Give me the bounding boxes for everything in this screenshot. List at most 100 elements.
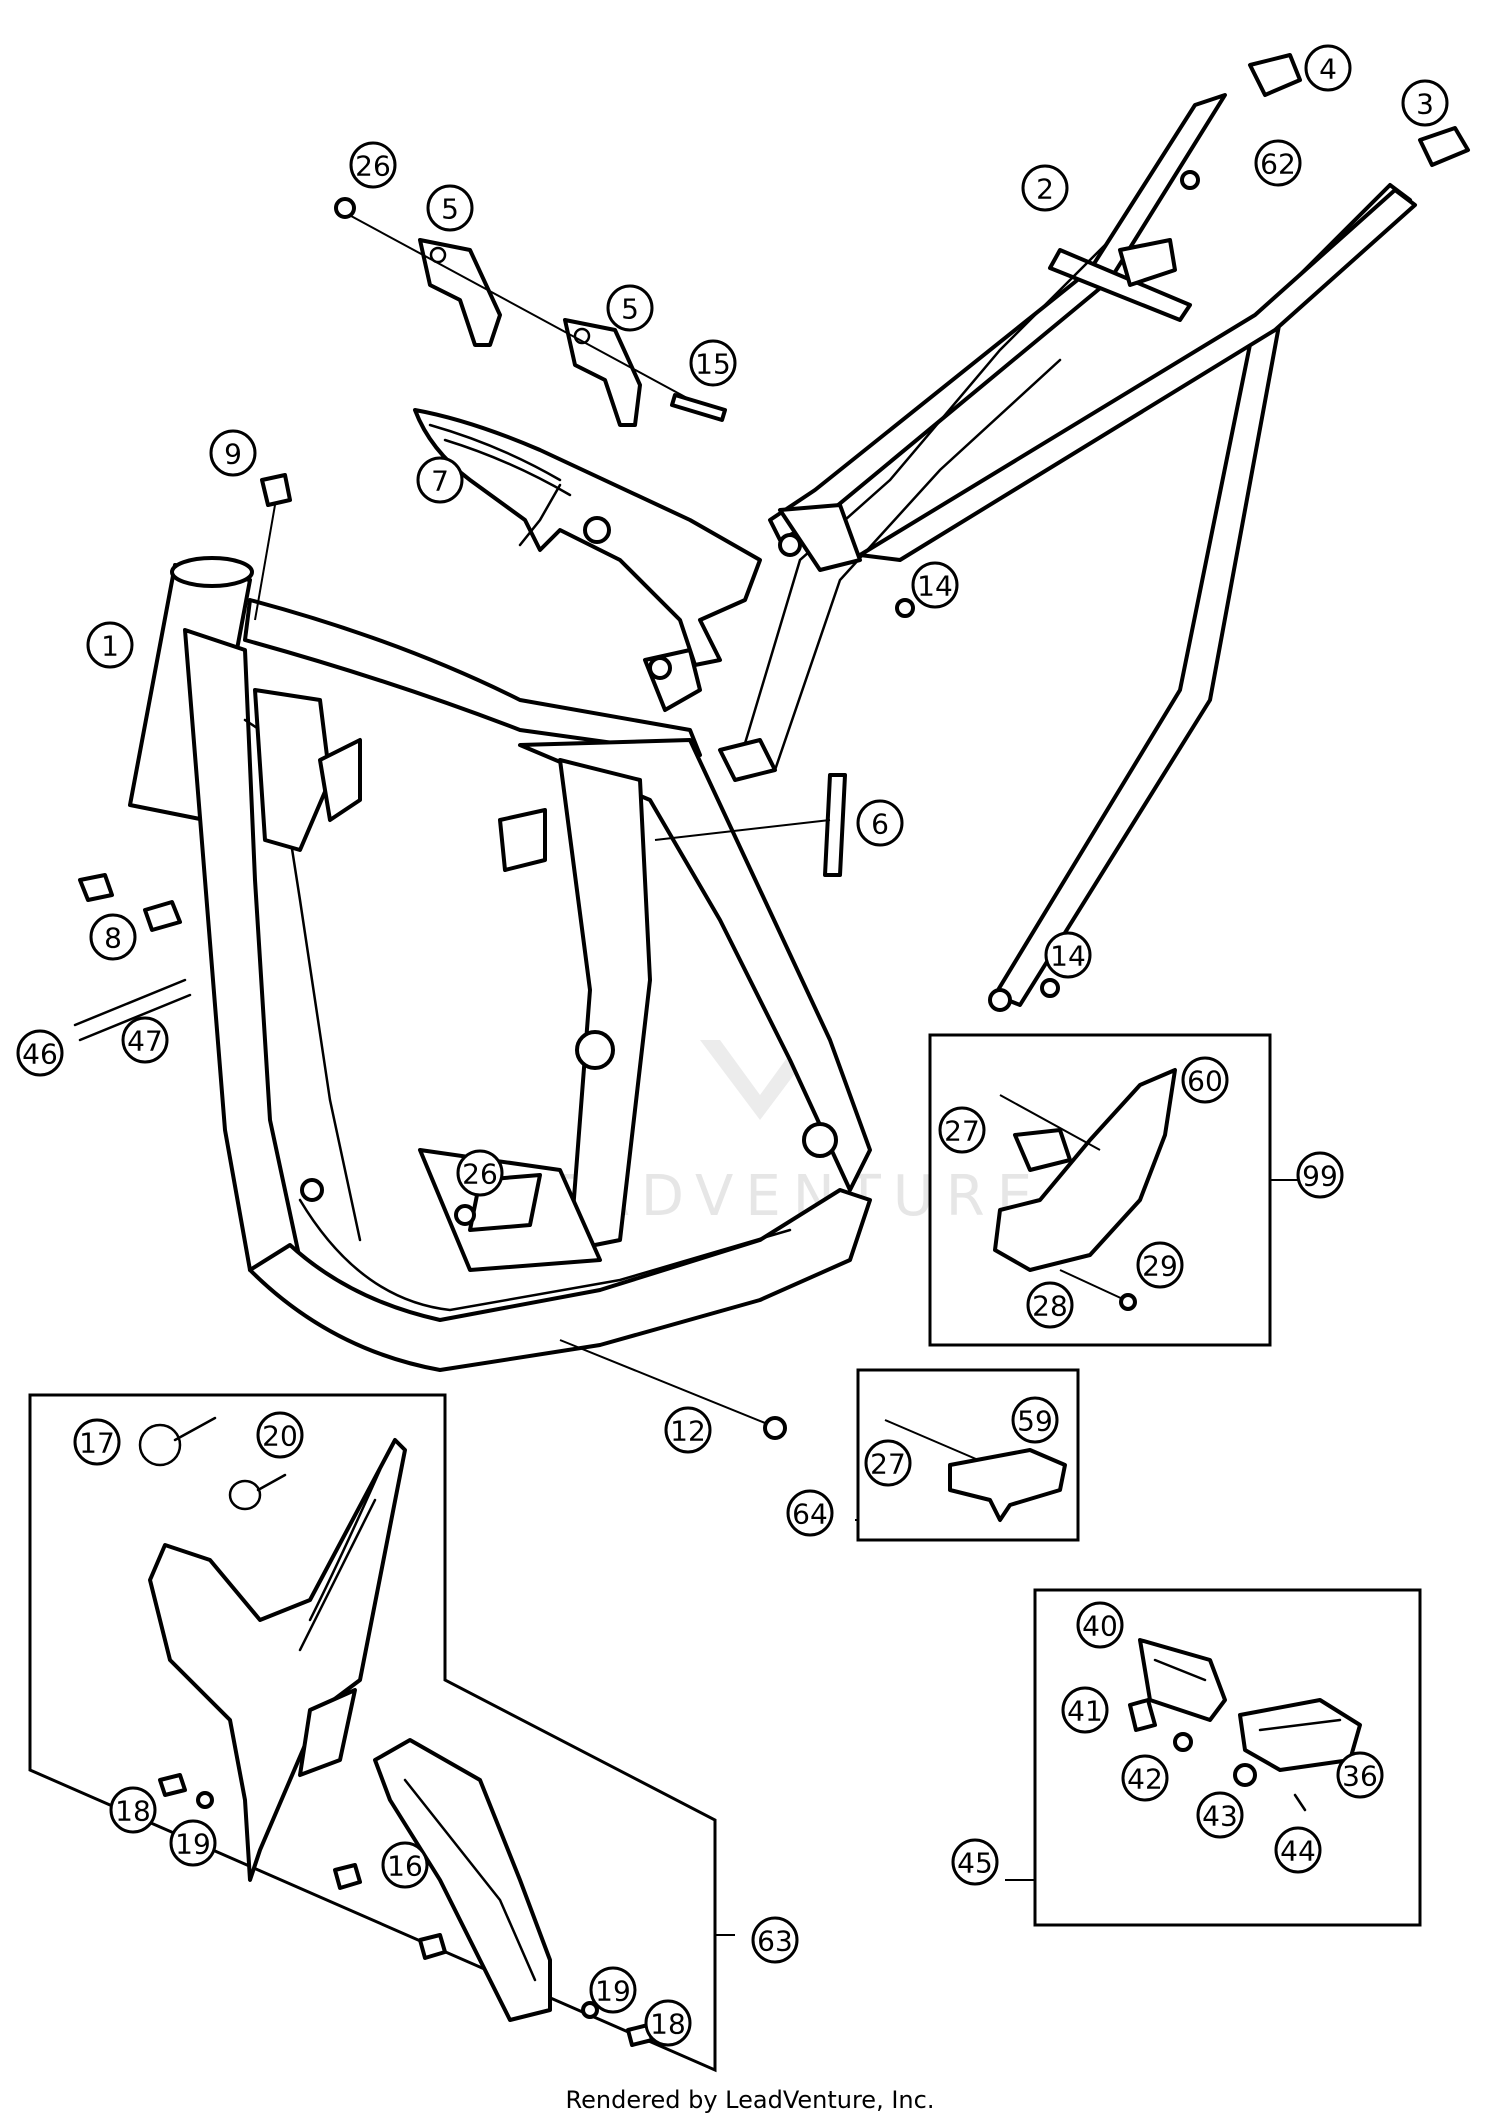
callout-c20[interactable]: 20	[256, 1411, 304, 1459]
callout-circle	[256, 1411, 304, 1459]
brackets-5	[334, 197, 727, 427]
group-63	[28, 1393, 735, 2073]
callout-number: 46	[22, 1038, 58, 1071]
callout-c45[interactable]: 45	[951, 1838, 999, 1886]
callout-c12[interactable]: 12	[664, 1406, 712, 1454]
callout-circle	[1044, 931, 1092, 979]
callout-c40[interactable]: 40	[1076, 1601, 1124, 1649]
callout-number: 15	[695, 348, 731, 381]
callout-c29[interactable]: 29	[1136, 1241, 1184, 1289]
callout-number: 26	[462, 1158, 498, 1191]
bracket-7	[413, 408, 762, 667]
callout-c27a[interactable]: 27	[938, 1106, 986, 1154]
callout-c46[interactable]: 46	[16, 1029, 64, 1077]
callout-number: 4	[1319, 53, 1337, 86]
callout-circle	[121, 1016, 169, 1064]
callout-number: 12	[670, 1415, 706, 1448]
callout-circle	[938, 1106, 986, 1154]
callout-number: 36	[1342, 1760, 1378, 1793]
callout-circle	[1011, 1396, 1059, 1444]
callout-circle	[1401, 79, 1449, 127]
callout-c14a[interactable]: 14	[911, 561, 959, 609]
callout-c5b[interactable]: 5	[606, 284, 654, 332]
callout-c47[interactable]: 47	[121, 1016, 169, 1064]
callout-c41[interactable]: 41	[1061, 1686, 1109, 1734]
callout-number: 19	[595, 1975, 631, 2008]
callout-circle	[1136, 1241, 1184, 1289]
callout-number: 8	[104, 922, 122, 955]
callout-number: 17	[79, 1427, 115, 1460]
hardware	[48, 53, 1470, 1440]
callout-c14b[interactable]: 14	[1044, 931, 1092, 979]
callout-circle	[1304, 44, 1352, 92]
callout-c99[interactable]: 99	[1296, 1151, 1344, 1199]
callout-c6[interactable]: 6	[856, 799, 904, 847]
callout-number: 43	[1202, 1800, 1238, 1833]
callout-c15[interactable]: 15	[689, 339, 737, 387]
callout-number: 7	[431, 465, 449, 498]
callout-c64[interactable]: 64	[786, 1489, 834, 1537]
callout-number: 45	[957, 1847, 993, 1880]
callout-c4[interactable]: 4	[1304, 44, 1352, 92]
callout-c16[interactable]: 16	[381, 1841, 429, 1889]
main-frame	[128, 556, 872, 1372]
callout-circle	[1061, 1686, 1109, 1734]
callout-c28[interactable]: 28	[1026, 1281, 1074, 1329]
callout-c26a[interactable]: 26	[349, 141, 397, 189]
callout-circle	[856, 799, 904, 847]
callout-c60[interactable]: 60	[1181, 1056, 1229, 1104]
callout-circle	[911, 561, 959, 609]
callout-circle	[426, 184, 474, 232]
callout-c27b[interactable]: 27	[864, 1439, 912, 1487]
callout-circle	[644, 1999, 692, 2047]
callout-circle	[751, 1916, 799, 1964]
callout-circle	[606, 284, 654, 332]
callout-c42[interactable]: 42	[1121, 1754, 1169, 1802]
callout-circle	[1026, 1281, 1074, 1329]
callout-number: 63	[757, 1925, 793, 1958]
callout-c3[interactable]: 3	[1401, 79, 1449, 127]
callout-c8[interactable]: 8	[89, 913, 137, 961]
callout-number: 64	[792, 1498, 828, 1531]
callout-circle	[86, 621, 134, 669]
callout-circle	[456, 1149, 504, 1197]
callout-circle	[1296, 1151, 1344, 1199]
callout-circle	[1181, 1056, 1229, 1104]
callout-c36[interactable]: 36	[1336, 1751, 1384, 1799]
callout-number: 62	[1260, 148, 1296, 181]
callout-c43[interactable]: 43	[1196, 1791, 1244, 1839]
callout-c19b[interactable]: 19	[589, 1966, 637, 2014]
callout-circle	[109, 1786, 157, 1834]
callout-number: 2	[1036, 173, 1054, 206]
callout-c7[interactable]: 7	[416, 456, 464, 504]
subframe	[718, 93, 1417, 1012]
callout-number: 60	[1187, 1065, 1223, 1098]
callout-number: 6	[871, 808, 889, 841]
callout-c62[interactable]: 62	[1254, 139, 1302, 187]
callout-c5a[interactable]: 5	[426, 184, 474, 232]
callout-circle	[1196, 1791, 1244, 1839]
callout-c59[interactable]: 59	[1011, 1396, 1059, 1444]
callout-c44[interactable]: 44	[1274, 1826, 1322, 1874]
callout-c17[interactable]: 17	[73, 1418, 121, 1466]
callout-circle	[1076, 1601, 1124, 1649]
callout-c63[interactable]: 63	[751, 1916, 799, 1964]
group-64	[855, 1368, 1080, 1542]
callout-number: 47	[127, 1025, 163, 1058]
callout-c9[interactable]: 9	[209, 429, 257, 477]
callout-number: 28	[1032, 1290, 1068, 1323]
callout-number: 1	[101, 630, 119, 663]
group-99	[928, 1033, 1300, 1347]
callout-circle	[589, 1966, 637, 2014]
callout-c1[interactable]: 1	[86, 621, 134, 669]
callout-number: 42	[1127, 1763, 1163, 1796]
callout-c19a[interactable]: 19	[169, 1819, 217, 1867]
callout-circle	[689, 339, 737, 387]
callout-c2[interactable]: 2	[1021, 164, 1069, 212]
callout-c18b[interactable]: 18	[644, 1999, 692, 2047]
callout-number: 29	[1142, 1250, 1178, 1283]
callout-circle	[1336, 1751, 1384, 1799]
callout-number: 5	[441, 193, 459, 226]
callout-c26b[interactable]: 26	[456, 1149, 504, 1197]
callout-c18a[interactable]: 18	[109, 1786, 157, 1834]
